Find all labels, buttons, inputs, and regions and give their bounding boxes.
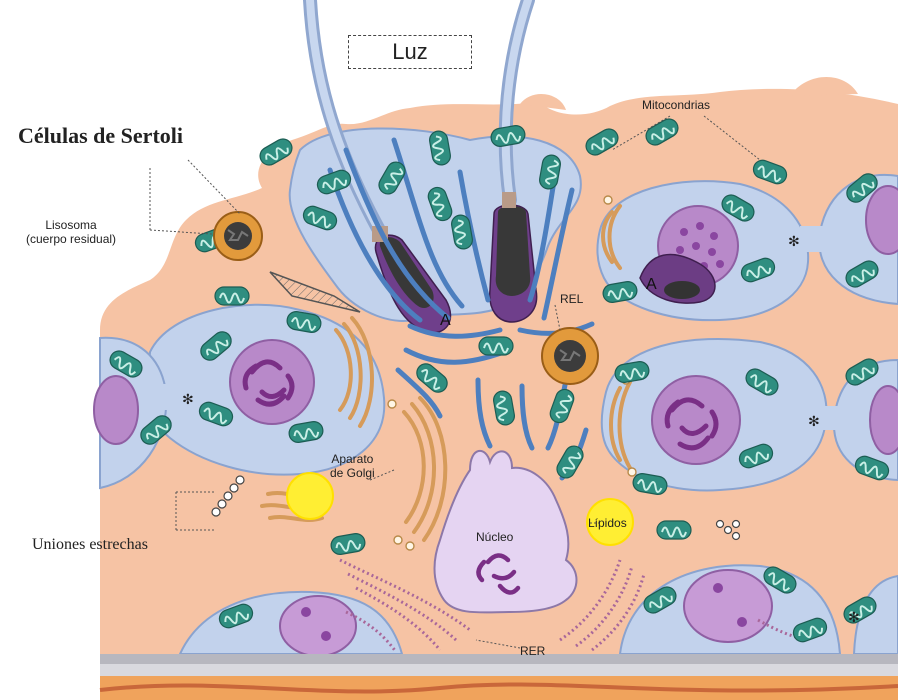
lysosome-center [542,328,598,384]
lysosome-label: Lisosoma (cuerpo residual) [26,218,116,246]
nucleus-label: Núcleo [476,530,513,544]
nucleus-bottom-right [684,570,772,642]
rer-label: RER [520,644,545,658]
tight-junctions-label: Uniones estrechas [32,536,148,554]
svg-text:✻: ✻ [182,392,194,408]
svg-text:✻: ✻ [848,610,860,626]
acrosome-label-center: A [440,312,451,330]
acrosome-label-right: A [646,276,657,294]
golgi-label: Aparato de Golgi [330,452,375,480]
lipid-droplet-left [287,473,333,519]
lumen-label-box: Luz [348,35,472,69]
lysosome-label-line2: (cuerpo residual) [26,232,116,246]
golgi-label-line1: Aparato [330,452,375,466]
lysosome-label-line1: Lisosoma [26,218,116,232]
diagram-title: Células de Sertoli [18,124,183,148]
lipids-label: Lípidos [588,516,627,530]
rel-label: REL [560,292,583,306]
mitochondria-label: Mitocondrias [642,98,710,112]
nucleus-bottom-left [280,596,356,656]
svg-text:✻: ✻ [808,414,820,430]
lysosome-left [214,212,262,260]
golgi-label-line2: de Golgi [330,466,375,480]
svg-text:✻: ✻ [788,234,800,250]
lumen-label: Luz [392,39,427,65]
